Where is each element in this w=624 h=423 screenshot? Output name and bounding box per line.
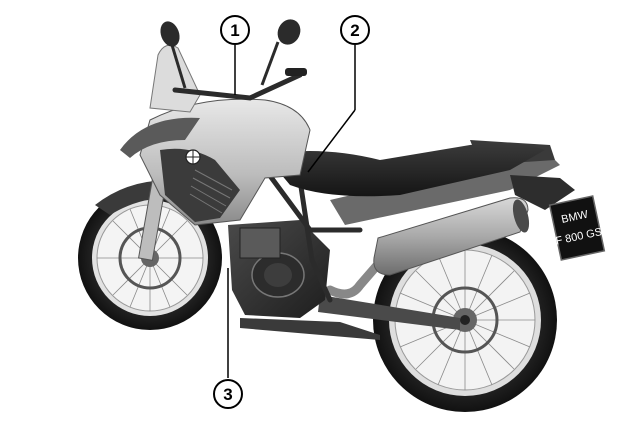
callout-leader-lines bbox=[227, 45, 356, 378]
exhaust-header bbox=[325, 257, 385, 299]
callout-2-number: 2 bbox=[350, 21, 359, 40]
callout-1: 1 bbox=[220, 15, 250, 45]
rear-wheel bbox=[373, 228, 557, 412]
radiator-grille bbox=[189, 169, 233, 214]
callout-2: 2 bbox=[340, 15, 370, 45]
side-radiator-cover bbox=[160, 148, 240, 222]
engine bbox=[228, 220, 380, 340]
swingarm bbox=[318, 295, 460, 330]
left-mirror bbox=[160, 21, 187, 89]
rear-mudguard bbox=[510, 175, 575, 210]
callout-1-number: 1 bbox=[230, 21, 239, 40]
front-beak bbox=[120, 117, 200, 158]
seat bbox=[265, 143, 545, 197]
plate-line1: BMW bbox=[560, 208, 589, 225]
front-wheel bbox=[78, 186, 222, 330]
callout-2-leader-b bbox=[307, 109, 356, 173]
handlebar bbox=[172, 68, 307, 101]
skid-plate bbox=[240, 318, 380, 340]
callout-3: 3 bbox=[213, 379, 243, 409]
right-mirror bbox=[260, 19, 301, 86]
exhaust-silencer bbox=[373, 197, 530, 276]
callout-3-number: 3 bbox=[223, 385, 232, 404]
license-plate: BMW F 800 GS bbox=[548, 195, 606, 261]
